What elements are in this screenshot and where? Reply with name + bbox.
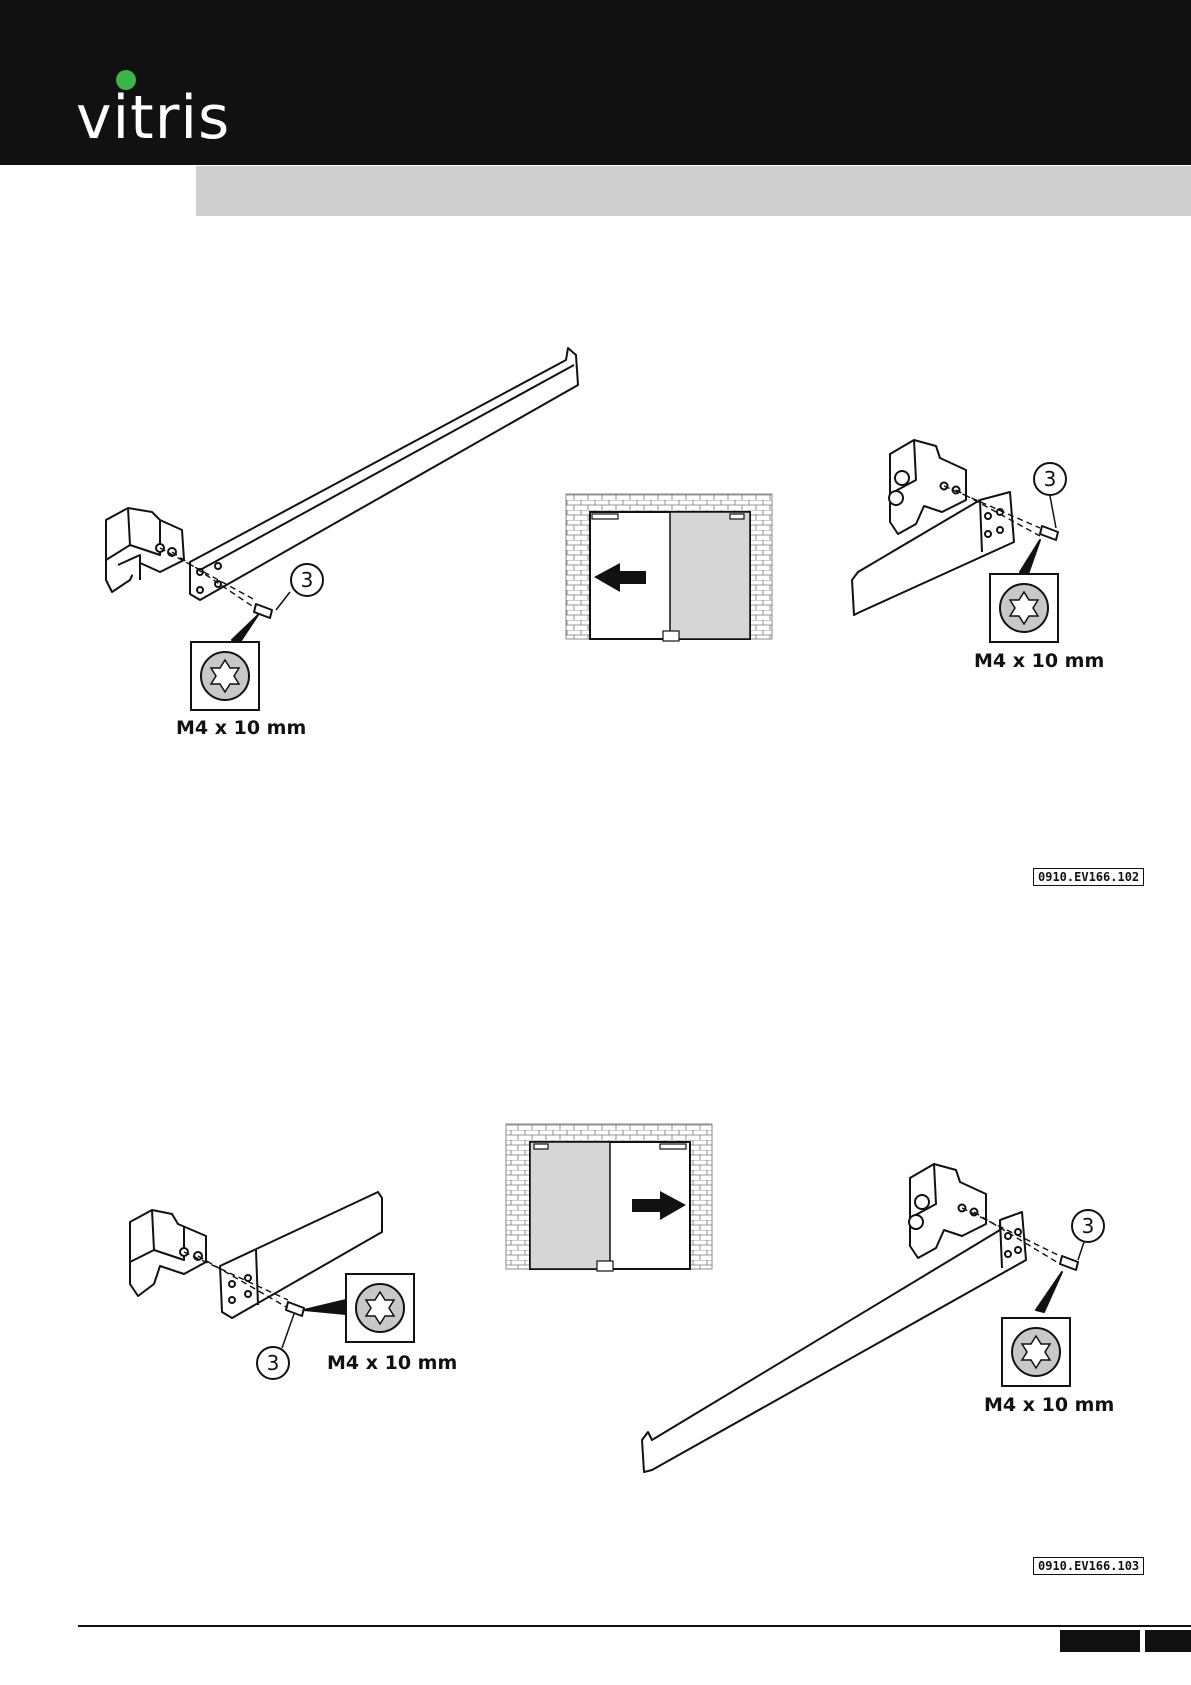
figure-bottom-drawing: 3 [0,900,1191,1600]
callout-bottom-right-text: 3 [1082,1214,1095,1238]
figure-bottom: 3 [0,900,1191,1600]
callout-top-left-text: 3 [301,568,314,592]
footer-page-block [1145,1630,1191,1652]
screw-spec-label: M4 x 10 mm [974,650,1104,672]
screw-spec-label: M4 x 10 mm [327,1352,457,1374]
callout-top-right-text: 3 [1044,467,1057,491]
sliding-door-left-icon [566,494,772,641]
screw-spec-label: M4 x 10 mm [176,717,306,739]
footer-page-block [1060,1630,1140,1652]
bracket-assembly-left [106,348,578,642]
torx-screw-icon [990,574,1058,642]
reference-code: 0910.EV166.102 [1033,868,1144,886]
torx-screw-icon [1002,1318,1070,1386]
figure-top-drawing: 3 [0,0,1191,900]
torx-screw-icon [346,1274,414,1342]
sliding-door-right-icon [506,1124,712,1271]
footer-rule [78,1625,1191,1627]
reference-code: 0910.EV166.103 [1033,1557,1144,1575]
screw-spec-label: M4 x 10 mm [984,1394,1114,1416]
figure-top: 3 [0,0,1191,900]
bracket-assembly-left [130,1192,382,1379]
callout-bottom-left-text: 3 [267,1351,280,1375]
torx-screw-icon [191,642,259,710]
